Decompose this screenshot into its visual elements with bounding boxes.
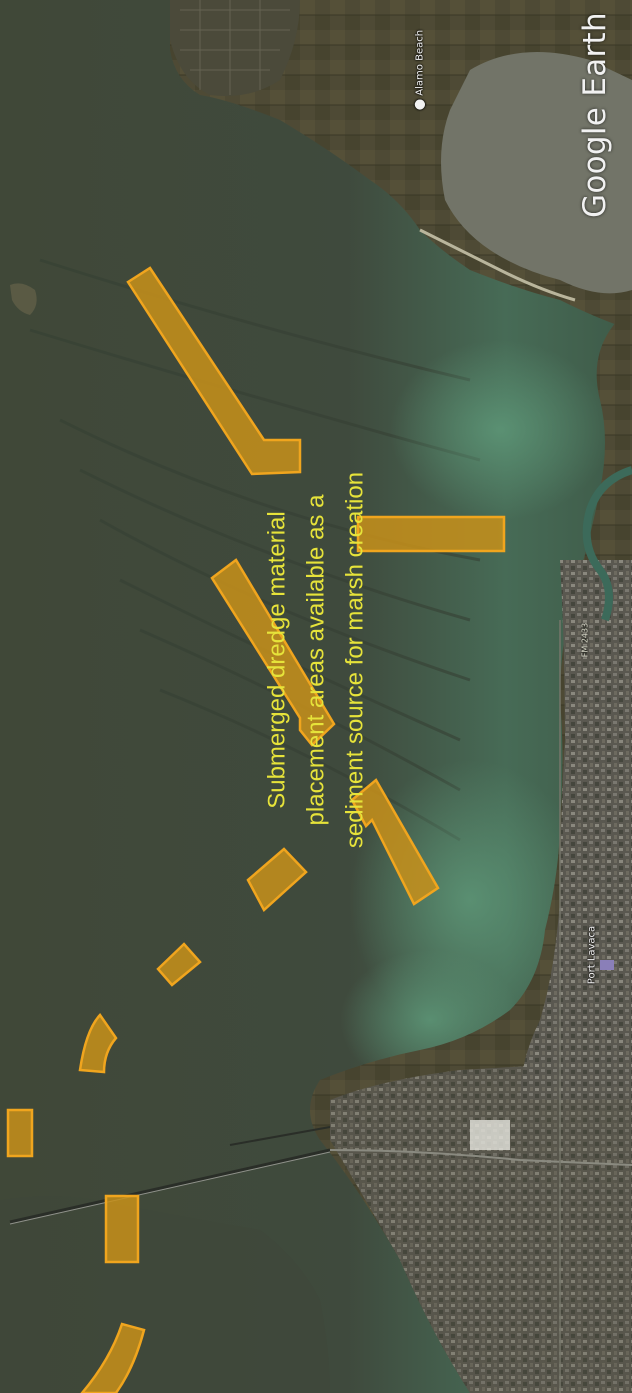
google-earth-watermark: Google Earth	[577, 12, 613, 218]
placement-area-5	[246, 847, 308, 913]
caption-line-1: Submerged dredge material	[263, 511, 291, 809]
placement-area-8	[6, 1108, 34, 1158]
caption-line-2: placement areas available as a	[302, 494, 330, 826]
road-label: FM 2433	[580, 622, 590, 658]
map-caption: Submerged dredge material placement area…	[258, 210, 375, 1110]
placement-area-1	[126, 266, 302, 476]
placement-area-4	[350, 778, 440, 906]
caption-line-3: sediment source for marsh creation	[341, 471, 369, 849]
placement-area-7	[78, 1013, 118, 1074]
placement-area-10	[80, 1322, 146, 1393]
place-label-port-lavaca[interactable]: Port Lavaca	[586, 925, 598, 985]
placement-area-9	[104, 1194, 140, 1264]
placement-area-6	[156, 942, 202, 987]
placement-area-3	[210, 558, 336, 747]
place-label-alamo-beach[interactable]: ⬤ Alamo Beach	[414, 29, 426, 111]
location-pin-icon: ⬤	[414, 98, 426, 111]
placement-area-2	[356, 515, 506, 553]
placement-areas	[6, 266, 506, 1393]
